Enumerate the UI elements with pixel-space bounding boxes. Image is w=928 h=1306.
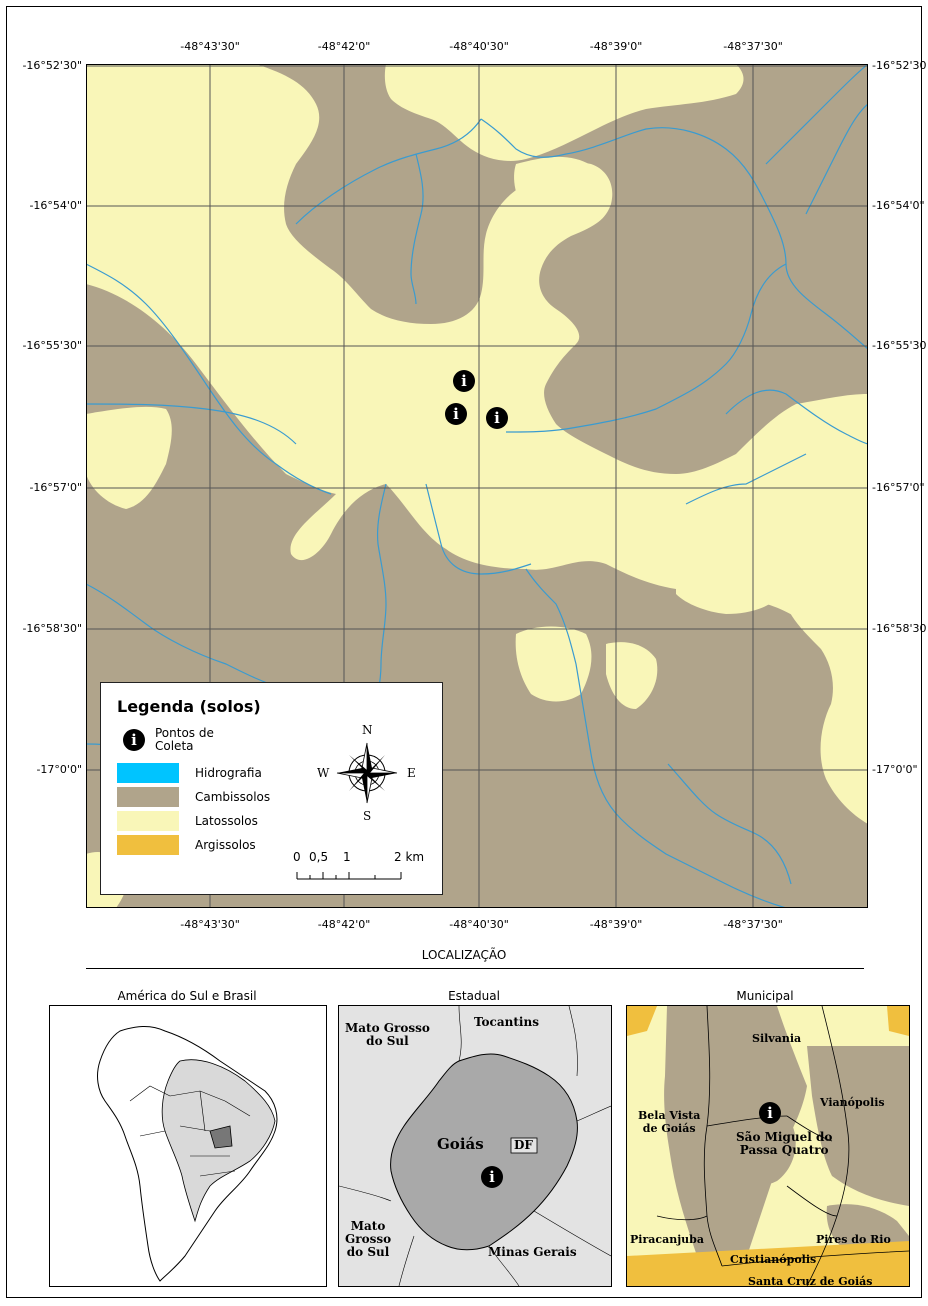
label-mato-grosso-do-sul-1: Mato Grosso do Sul bbox=[345, 1022, 430, 1048]
swatch-hidrografia bbox=[117, 763, 179, 783]
label-bela2: de Goiás bbox=[642, 1122, 696, 1135]
right-latitude-label: -16°58'30 bbox=[872, 622, 927, 635]
legend-label-cambissolos: Cambissolos bbox=[195, 790, 271, 804]
compass-w: W bbox=[317, 766, 330, 780]
top-longitude-label: -48°37'30" bbox=[723, 40, 783, 53]
label-sm1: São Miguel do bbox=[736, 1130, 833, 1144]
scale-bar bbox=[296, 872, 402, 880]
label-vianopolis: Vianópolis bbox=[820, 1096, 885, 1109]
label-mgs1b: do Sul bbox=[366, 1034, 409, 1048]
legend-title: Legenda (solos) bbox=[117, 697, 261, 716]
left-latitude-label: -17°0'0" bbox=[36, 763, 82, 776]
label-bela-vista: Bela Vista de Goiás bbox=[638, 1109, 700, 1135]
label-sao-miguel: São Miguel do Passa Quatro bbox=[736, 1131, 832, 1157]
localizacao-title: LOCALIZAÇÃO bbox=[421, 948, 507, 962]
bottom-longitude-label: -48°43'30" bbox=[180, 918, 240, 931]
label-mgs1a: Mato Grosso bbox=[345, 1021, 430, 1035]
swatch-cambissolos bbox=[117, 787, 179, 807]
info-circle-icon: i bbox=[481, 1166, 503, 1188]
compass-e: E bbox=[407, 766, 416, 780]
label-goias: Goiás bbox=[437, 1135, 484, 1153]
label-tocantins: Tocantins bbox=[474, 1015, 539, 1029]
collection-point-1[interactable]: i bbox=[453, 370, 475, 392]
right-latitude-label: -16°52'30 bbox=[872, 59, 927, 72]
top-longitude-label: -48°40'30" bbox=[449, 40, 509, 53]
swatch-latossolos bbox=[117, 811, 179, 831]
info-circle-icon: i bbox=[123, 729, 145, 751]
inset-municipal: i bbox=[626, 1005, 910, 1287]
info-circle-icon: i bbox=[759, 1102, 781, 1124]
label-cristianopolis: Cristianópolis bbox=[730, 1253, 817, 1266]
label-mato-grosso-do-sul-2: Mato Grosso do Sul bbox=[345, 1220, 391, 1259]
scale-label-05: 0,5 bbox=[309, 850, 329, 864]
south-america-map bbox=[97, 1026, 278, 1282]
legend-pontos-line1: Pontos de bbox=[155, 726, 214, 740]
legend-box: Legenda (solos) i Pontos de Coleta Hidro… bbox=[100, 682, 443, 895]
legend-label-argissolos: Argissolos bbox=[195, 838, 256, 852]
latossolos-area bbox=[86, 64, 868, 908]
inset-estadual: i bbox=[338, 1005, 612, 1287]
municipal-map bbox=[627, 1006, 909, 1286]
scale-label-1: 1 bbox=[343, 850, 351, 864]
legend-label-hidrografia: Hidrografia bbox=[195, 766, 262, 780]
left-latitude-label: -16°58'30" bbox=[22, 622, 82, 635]
label-santa-cruz: Santa Cruz de Goiás bbox=[748, 1275, 873, 1288]
top-longitude-label: -48°39'0" bbox=[589, 40, 643, 53]
bottom-longitude-label: -48°42'0" bbox=[317, 918, 371, 931]
bottom-longitude-label: -48°39'0" bbox=[589, 918, 643, 931]
inset1-title: América do Sul e Brasil bbox=[117, 989, 257, 1003]
left-latitude-label: -16°54'0" bbox=[29, 199, 82, 212]
right-latitude-label: -16°54'0" bbox=[872, 199, 925, 212]
label-silvania: Silvania bbox=[752, 1032, 802, 1045]
goias-map bbox=[339, 1006, 611, 1286]
bottom-longitude-label: -48°37'30" bbox=[723, 918, 783, 931]
left-latitude-label: -16°55'30" bbox=[22, 339, 82, 352]
swatch-argissolos bbox=[117, 835, 179, 855]
collection-point-2[interactable]: i bbox=[445, 403, 467, 425]
inset2-title: Estadual bbox=[448, 989, 500, 1003]
legend-pontos-line2: Coleta bbox=[155, 739, 194, 753]
label-piracanjuba: Piracanjuba bbox=[630, 1233, 704, 1246]
scale-label-2km: 2 km bbox=[394, 850, 425, 864]
right-latitude-label: -16°57'0" bbox=[872, 481, 925, 494]
collection-point-3[interactable]: i bbox=[486, 407, 508, 429]
compass-s: S bbox=[363, 809, 372, 823]
left-latitude-label: -16°57'0" bbox=[29, 481, 82, 494]
legend-label-latossolos: Latossolos bbox=[195, 814, 258, 828]
page-frame bbox=[6, 6, 922, 1298]
label-minas-gerais: Minas Gerais bbox=[488, 1245, 577, 1259]
label-mgs2b: Grosso bbox=[345, 1232, 392, 1246]
scale-label-0: 0 bbox=[293, 850, 301, 864]
localizacao-divider bbox=[86, 968, 864, 969]
bottom-longitude-label: -48°40'30" bbox=[449, 918, 509, 931]
inset3-title: Municipal bbox=[736, 989, 794, 1003]
label-df: DF bbox=[514, 1138, 533, 1152]
top-longitude-label: -48°42'0" bbox=[317, 40, 371, 53]
legend-label-pontos: Pontos de Coleta bbox=[155, 727, 214, 753]
top-longitude-label: -48°43'30" bbox=[180, 40, 240, 53]
label-mgs2a: Mato bbox=[350, 1219, 386, 1233]
label-mgs2c: do Sul bbox=[346, 1245, 390, 1259]
compass-n: N bbox=[362, 723, 373, 737]
left-latitude-label: -16°52'30" bbox=[22, 59, 82, 72]
right-latitude-label: -17°0'0" bbox=[872, 763, 918, 776]
label-pires-do-rio: Pires do Rio bbox=[816, 1233, 891, 1246]
label-bela1: Bela Vista bbox=[638, 1109, 701, 1122]
compass-rose-icon bbox=[336, 742, 398, 804]
inset-south-america bbox=[49, 1005, 327, 1287]
label-sm2: Passa Quatro bbox=[739, 1143, 829, 1157]
right-latitude-label: -16°55'30 bbox=[872, 339, 927, 352]
hidrografia-rivers bbox=[86, 64, 868, 908]
